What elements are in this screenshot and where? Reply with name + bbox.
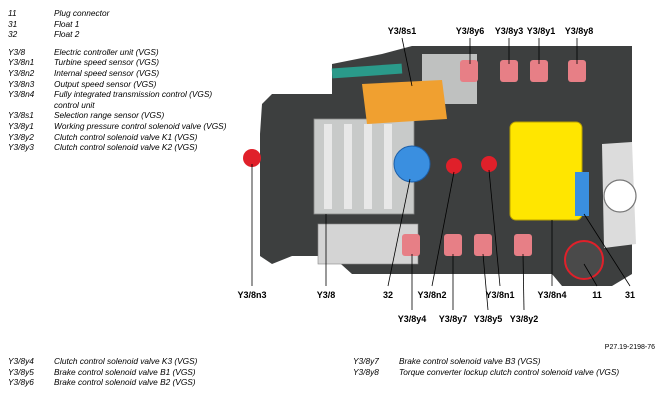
callout-y3: Y3/8y3 xyxy=(495,26,524,36)
valve-y2 xyxy=(514,234,532,256)
callout-n4: Y3/8n4 xyxy=(537,290,566,300)
valve-y4 xyxy=(402,234,420,256)
turbine-speed-sensor xyxy=(481,156,497,172)
internal-speed-sensor xyxy=(446,158,462,174)
plug-connector xyxy=(564,240,604,280)
callout-y7: Y3/8y7 xyxy=(439,314,468,324)
leader-n2 xyxy=(431,171,455,287)
bracket-hole xyxy=(603,179,637,213)
callout-y8: Y3/8y8 xyxy=(565,26,594,36)
selection-range-sensor xyxy=(362,80,447,124)
spool-2 xyxy=(344,124,352,209)
valve-y7 xyxy=(444,234,462,256)
valve-y5 xyxy=(474,234,492,256)
callout-unit: Y3/8 xyxy=(317,290,336,300)
callout-31: 31 xyxy=(625,290,635,300)
spool-1 xyxy=(324,124,332,209)
callout-11: 11 xyxy=(592,290,602,300)
spool-4 xyxy=(384,124,392,209)
leader-31 xyxy=(583,213,631,287)
callout-n2: Y3/8n2 xyxy=(417,290,446,300)
callout-y4: Y3/8y4 xyxy=(398,314,427,324)
callout-y2: Y3/8y2 xyxy=(510,314,539,324)
float-1 xyxy=(575,172,589,216)
valve-y8 xyxy=(568,60,586,82)
callout-n1: Y3/8n1 xyxy=(485,290,514,300)
output-speed-sensor xyxy=(243,149,261,167)
valve-body-illustration: Y3/8s1 Y3/8y6 Y3/8y3 Y3/8y1 Y3/8y8 Y3/8n… xyxy=(237,26,637,324)
leader-32 xyxy=(387,178,411,287)
figure-reference: P27.19-2198-76 xyxy=(604,344,655,351)
control-unit xyxy=(509,121,583,221)
float-2 xyxy=(393,145,431,183)
valve-body-diagram: Y3/8s1 Y3/8y6 Y3/8y3 Y3/8y1 Y3/8y8 Y3/8n… xyxy=(232,24,637,339)
leader-y5 xyxy=(482,253,489,311)
callout-y1: Y3/8y1 xyxy=(527,26,556,36)
leader-n1 xyxy=(488,169,501,287)
callout-y5: Y3/8y5 xyxy=(474,314,503,324)
callout-32: 32 xyxy=(383,290,393,300)
valve-y6 xyxy=(460,60,478,82)
leader-11 xyxy=(583,263,598,287)
leader-s1 xyxy=(401,37,413,87)
callout-n3: Y3/8n3 xyxy=(237,290,266,300)
leader-y2 xyxy=(522,253,525,311)
valve-y3 xyxy=(500,60,518,82)
teal-bracket xyxy=(331,63,403,79)
valve-y1 xyxy=(530,60,548,82)
callout-y6: Y3/8y6 xyxy=(456,26,485,36)
spool-3 xyxy=(364,124,372,209)
callout-s1: Y3/8s1 xyxy=(388,26,417,36)
